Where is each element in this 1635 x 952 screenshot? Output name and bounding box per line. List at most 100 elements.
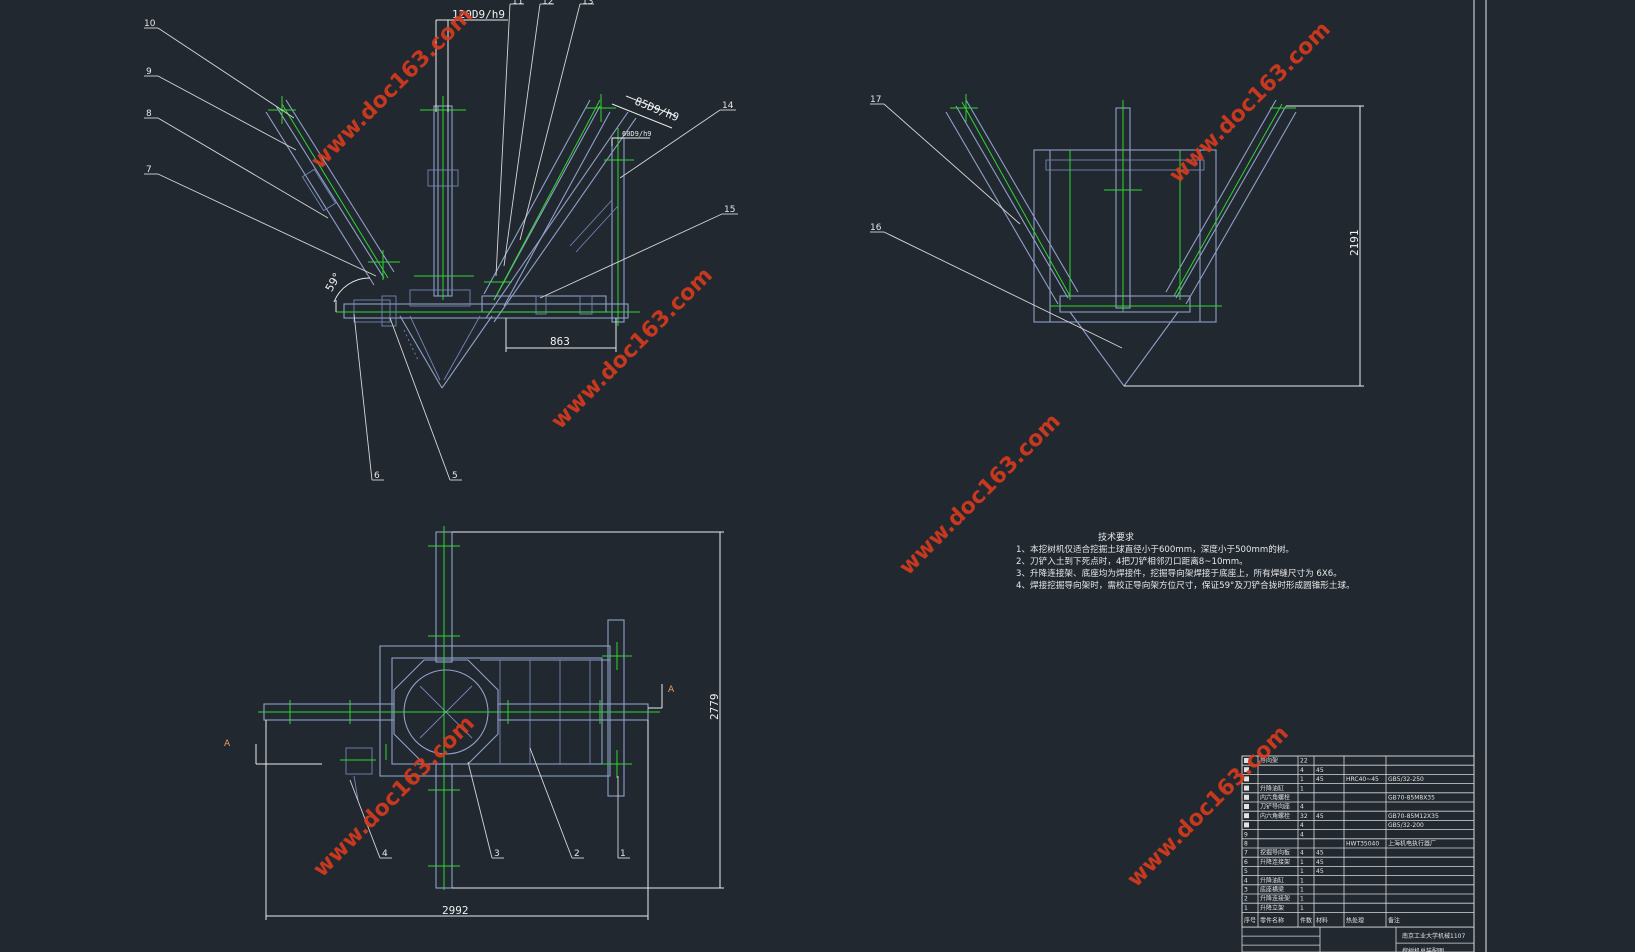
dim-2779: 2779 — [452, 531, 724, 889]
angle-arc — [333, 277, 371, 303]
bom-header-remark: 备注 — [1388, 917, 1400, 925]
bom-header-no: 序号 — [1244, 917, 1256, 925]
watermark-3: www.doc163.com — [1165, 17, 1336, 188]
section-mark-right: A — [668, 685, 675, 695]
bom-cell-name: 升降连接架 — [1260, 858, 1290, 866]
dim-width-label: 863 — [550, 335, 570, 348]
bom-marker — [1244, 776, 1249, 782]
front-view: 59° 863 120D9/h9 85D9/h9 60D9/h9 — [144, 0, 738, 481]
bom-cell-no: 6 — [1244, 859, 1248, 866]
part-label-7: 7 — [146, 165, 152, 175]
bom-cell-name: 升降油缸 — [1260, 784, 1284, 792]
fit-top-label: 120D9/h9 — [452, 8, 505, 21]
bom-marker — [1244, 794, 1249, 800]
part-label-3: 3 — [494, 849, 500, 859]
part-label-16: 16 — [870, 223, 882, 233]
bom-cell-remark: GB5/32-200 — [1388, 822, 1424, 829]
bom-marker — [1244, 767, 1249, 773]
bom-cell-qty: 32 — [1300, 813, 1308, 820]
bom-cell-no: 4 — [1244, 877, 1248, 884]
dim-2992-label: 2992 — [442, 904, 469, 917]
bom-cell-name: 底座横梁 — [1260, 886, 1284, 894]
bom-cell-remark: GB5/32-250 — [1388, 776, 1424, 783]
bom-cell-std: HRC40~45 — [1346, 776, 1379, 783]
dim-height-label: 2191 — [1348, 230, 1361, 257]
bom-cell-name: 导向架 — [1260, 757, 1278, 765]
part-label-14: 14 — [722, 101, 734, 111]
dim-863: 863 — [505, 318, 617, 352]
bom-cell-no: 5 — [1244, 868, 1248, 875]
bom-cell-no: 7 — [1244, 850, 1248, 857]
bom-cell-name: 升降立架 — [1260, 904, 1284, 912]
bom-cell-name: 升降油缸 — [1260, 876, 1284, 884]
bom-cell-std: HWT35040 — [1346, 841, 1379, 848]
bom-cell-qty: 1 — [1300, 859, 1304, 866]
front-center-arm — [414, 96, 474, 300]
tech-requirements: 技术要求 1、本挖树机仅适合挖掘土球直径小于600mm，深度小于500mm的树。… — [1016, 531, 1355, 591]
tech-title: 技术要求 — [1098, 531, 1134, 543]
front-right-arm — [483, 94, 637, 323]
bom-marker — [1244, 813, 1249, 819]
bom-cell-mat: 45 — [1316, 813, 1324, 820]
bom-cell-mat: 45 — [1316, 850, 1324, 857]
title-drawing: 挖树机总装配图 — [1402, 947, 1444, 952]
bom-cell-no: 9 — [1244, 831, 1248, 838]
part-label-11: 11 — [512, 0, 523, 7]
bom-cell-name: 挖掘导向板 — [1260, 849, 1290, 857]
part-label-15: 15 — [724, 205, 735, 215]
title-school: 南京工业大学机械1107 — [1402, 932, 1465, 940]
bom-cell-no: 2 — [1244, 896, 1248, 903]
bom-cell-remark: 上海机电执行器厂 — [1388, 840, 1436, 848]
bom-cell-name: 刀铲导向座 — [1260, 803, 1290, 811]
bom-cell-remark: GB70-85M8X35 — [1388, 795, 1435, 802]
bom-cell-qty: 1 — [1300, 887, 1304, 894]
part-label-10: 10 — [144, 19, 156, 29]
part-label-12: 12 — [542, 0, 553, 7]
front-left-arm — [265, 96, 400, 286]
watermark-5: www.doc163.com — [309, 711, 480, 882]
bom-cell-remark: GB70-85M12X35 — [1388, 813, 1439, 820]
tech-line-4: 4、焊接挖掘导向架时，需校正导向架方位尺寸，保证59°及刀铲合拢时形成圆锥形土球… — [1016, 579, 1355, 591]
bom-marker — [1244, 822, 1249, 828]
fit-right-label: 85D9/h9 — [633, 95, 681, 124]
tech-line-1: 1、本挖树机仅适合挖掘土球直径小于600mm，深度小于500mm的树。 — [1016, 543, 1294, 555]
dim-2779-label: 2779 — [708, 694, 721, 721]
bom-cell-qty: 1 — [1300, 877, 1304, 884]
bom-header-name: 零件名称 — [1260, 917, 1284, 925]
frame-border — [1473, 0, 1487, 952]
bom-cell-qty: 4 — [1300, 822, 1304, 829]
bom-header-mat: 材料 — [1316, 917, 1328, 925]
tech-line-2: 2、刀铲入土到下死点时，4把刀铲相邻刃口距离8~10mm。 — [1016, 555, 1248, 567]
part-label-6: 6 — [374, 471, 380, 481]
part-label-17: 17 — [870, 95, 881, 105]
section-mark-left: A — [224, 739, 231, 749]
part-label-9: 9 — [146, 67, 152, 77]
bom-cell-qty: 4 — [1300, 804, 1304, 811]
bom-cell-name: 内六角螺栓 — [1260, 794, 1290, 802]
front-cone — [399, 315, 493, 389]
bom-cell-qty: 1 — [1300, 896, 1304, 903]
side-view: 2191 17 16 — [870, 94, 1364, 387]
part-label-8: 8 — [146, 109, 152, 119]
part-label-5: 5 — [452, 471, 458, 481]
bom-cell-name: 升降连接架 — [1260, 895, 1290, 903]
front-leaders: 10 9 8 7 6 5 11 12 13 14 15 — [144, 0, 738, 481]
dim-fit-small: 60D9/h9 — [611, 130, 652, 146]
bom-cell-qty: 1 — [1300, 776, 1304, 783]
bom-cell-qty: 4 — [1300, 767, 1304, 774]
bom-cell-mat: 45 — [1316, 767, 1324, 774]
bom-cell-qty: 4 — [1300, 850, 1304, 857]
bom-header-qty: 件数 — [1300, 917, 1312, 925]
tech-line-3: 3、升降连接架、底座均为焊接件，挖掘导向架焊接于底座上，所有焊缝尺寸为 6X6。 — [1016, 567, 1342, 579]
watermark-2: www.doc163.com — [547, 263, 718, 434]
dim-2191: 2191 — [1124, 105, 1364, 387]
bom-cell-mat: 45 — [1316, 868, 1324, 875]
bom-cell-no: 3 — [1244, 887, 1248, 894]
dim-fit-top: 120D9/h9 — [435, 8, 508, 112]
part-label-1: 1 — [620, 849, 626, 859]
bom-marker — [1244, 758, 1249, 763]
bom-cell-no: 8 — [1244, 841, 1248, 848]
fit-small-label: 60D9/h9 — [622, 130, 652, 138]
